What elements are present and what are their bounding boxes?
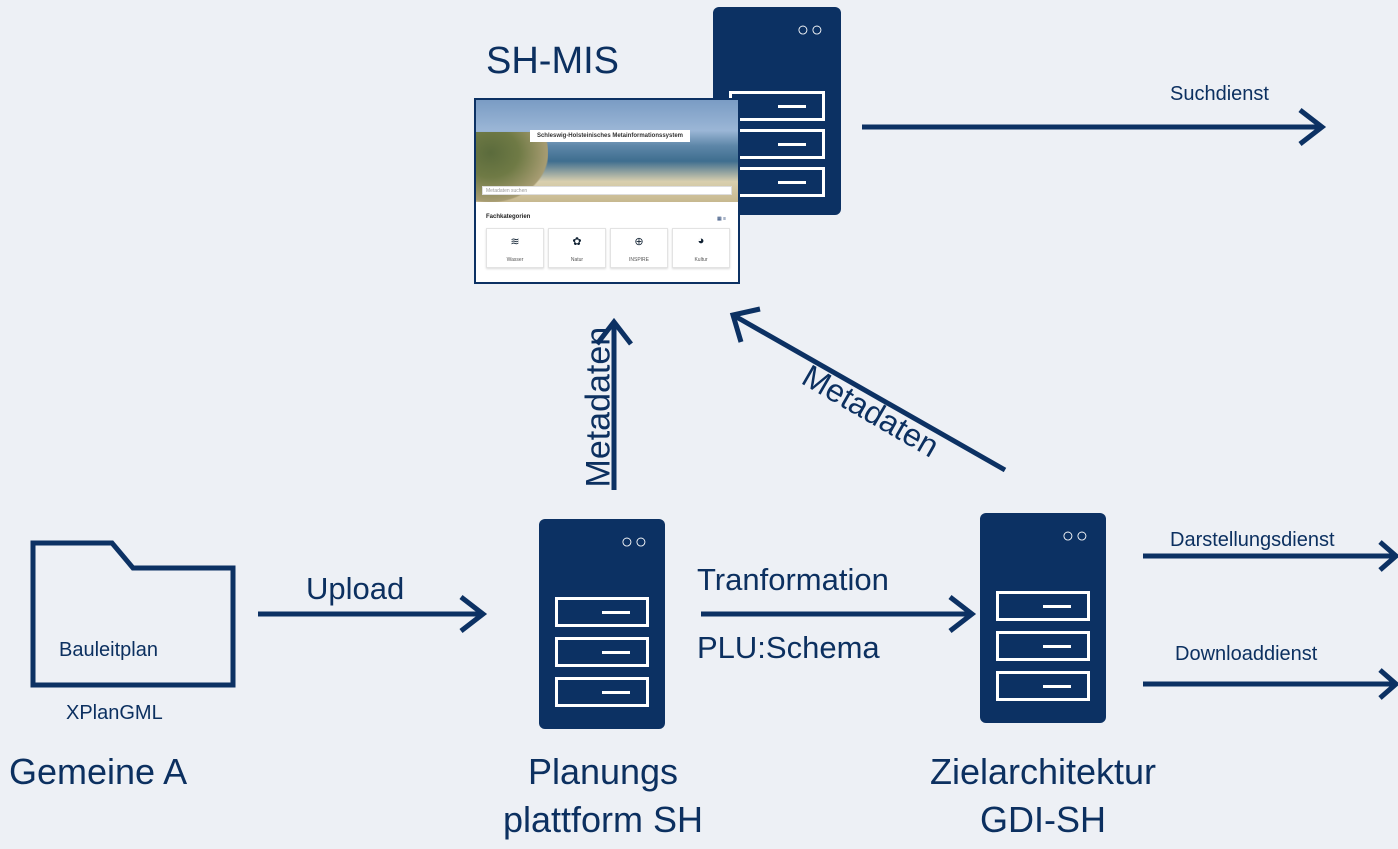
gemeinde-name: Gemeine A (9, 751, 188, 792)
format-label: XPlanGML (66, 702, 163, 724)
category-label: INSPIRE (628, 257, 649, 263)
server-slot (555, 677, 649, 707)
planung-name-line2: plattform SH (502, 799, 704, 840)
ziel-name-line1: Zielarchitektur (929, 751, 1157, 792)
arrowhead (595, 317, 633, 346)
arrowhead (1378, 540, 1398, 572)
category-card: ≋ Wasser (486, 228, 544, 268)
server-indicator-icon: ○○ (1061, 525, 1090, 547)
suchdienst-label: Suchdienst (1170, 83, 1269, 105)
planung-name-line1: Planungs (527, 751, 679, 792)
shmis-screenshot: Schleswig-Holsteinisches Metainformation… (474, 98, 740, 284)
zielarchitektur-server: ○○ (980, 513, 1106, 723)
shmis-title: SH-MIS (486, 40, 619, 82)
flower-icon: ✿ (572, 236, 582, 248)
server-slot (996, 591, 1090, 621)
upload-label: Upload (306, 571, 405, 606)
server-slot (555, 637, 649, 667)
server-slot (996, 631, 1090, 661)
view-toggle-icon: ▦ ≡ (716, 216, 726, 222)
metadaten-vertical-label: Metadaten (579, 326, 618, 488)
server-slot (996, 671, 1090, 701)
category-card: ◕ Kultur (672, 228, 730, 268)
transformation-label: Tranformation (697, 562, 889, 597)
arrowhead (459, 595, 488, 633)
downloaddienst-label: Downloaddienst (1175, 643, 1318, 665)
category-label: Wasser (506, 257, 524, 263)
folder-label: Bauleitplan (59, 639, 158, 661)
schema-label: PLU:Schema (697, 630, 880, 665)
planungsplattform-server: ○○ (539, 519, 665, 729)
globe-icon: ⊕ (634, 236, 644, 248)
arrowhead (948, 595, 977, 633)
water-icon: ≋ (510, 236, 520, 248)
category-card: ✿ Natur (548, 228, 606, 268)
server-indicator-icon: ○○ (796, 19, 825, 41)
folder-icon (30, 540, 236, 688)
category-label: Natur (570, 257, 584, 263)
screenshot-section-title: Fachkategorien (486, 214, 531, 220)
arrowhead (1298, 108, 1327, 146)
category-label: Kultur (694, 257, 708, 263)
darstellungsdienst-label: Darstellungsdienst (1170, 529, 1335, 551)
screenshot-banner: Schleswig-Holsteinisches Metainformation… (530, 130, 690, 142)
ziel-name-line2: GDI-SH (980, 799, 1106, 840)
category-card: ⊕ INSPIRE (610, 228, 668, 268)
screenshot-search: Metadaten suchen (482, 186, 732, 195)
arrowhead (1378, 668, 1398, 700)
category-cards: ≋ Wasser ✿ Natur ⊕ INSPIRE ◕ Kultur (486, 228, 730, 268)
server-indicator-icon: ○○ (620, 531, 649, 553)
arrow-metadaten-diagonal (731, 312, 1007, 473)
arrowhead (729, 306, 761, 343)
palette-icon: ◕ (697, 235, 705, 247)
server-slot (555, 597, 649, 627)
